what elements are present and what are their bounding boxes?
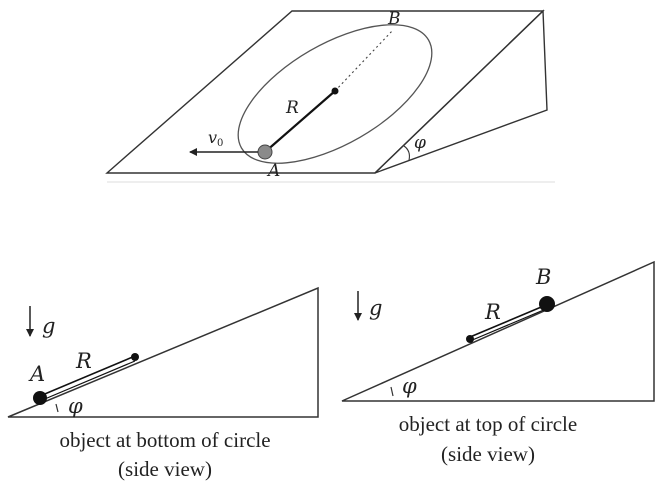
angle-arc (403, 145, 410, 161)
angle-tick-right (390, 386, 394, 397)
caption-bottom-line1: object at bottom of circle (59, 428, 270, 452)
angle-tick-left (55, 403, 59, 413)
point-b-label: B (387, 9, 401, 29)
gravity-label-left: g (42, 314, 55, 338)
side-view-bottom: g A R φ object at bottom of circle (side… (7, 286, 319, 481)
circular-path (237, 24, 433, 164)
velocity-subscript: 0 (217, 138, 223, 149)
side-view-top: g B R φ object at top of circle (side vi… (341, 260, 655, 466)
gravity-label-right: g (369, 296, 382, 320)
radius-label-right: R (484, 300, 501, 324)
point-a-label-left: A (28, 362, 45, 386)
incline-triangle-right (341, 260, 655, 402)
incline-side-face (374, 9, 548, 174)
angle-label: φ (414, 133, 426, 153)
center-dot-left (131, 353, 139, 361)
object-ball-left (33, 391, 47, 405)
center-dot (331, 87, 339, 95)
radius-rod-right-second (469, 308, 547, 342)
caption-top-line1: object at top of circle (399, 412, 577, 436)
angle-label-right: φ (402, 374, 417, 398)
caption-bottom-line2: (side view) (118, 457, 212, 481)
top-view-diagram: B A R v0 φ (105, 9, 555, 183)
point-b-label-right: B (535, 265, 551, 289)
point-a-label: A (266, 161, 280, 181)
radius-rod-left-second (39, 360, 136, 402)
incline-surface (105, 10, 545, 174)
radius-label-left: R (75, 349, 92, 373)
dotted-radius-extension (334, 29, 394, 92)
angle-label-left: φ (68, 394, 83, 418)
object-ball (257, 144, 273, 160)
incline-triangle-left (7, 286, 319, 418)
radius-rod-right (469, 304, 547, 338)
velocity-label: v0 (208, 128, 223, 149)
radius-rod-left (39, 355, 136, 397)
radius-label: R (285, 98, 299, 118)
center-dot-right (466, 335, 474, 343)
object-ball-right (539, 296, 555, 312)
radius-line (264, 90, 336, 153)
caption-top-line2: (side view) (441, 442, 535, 466)
